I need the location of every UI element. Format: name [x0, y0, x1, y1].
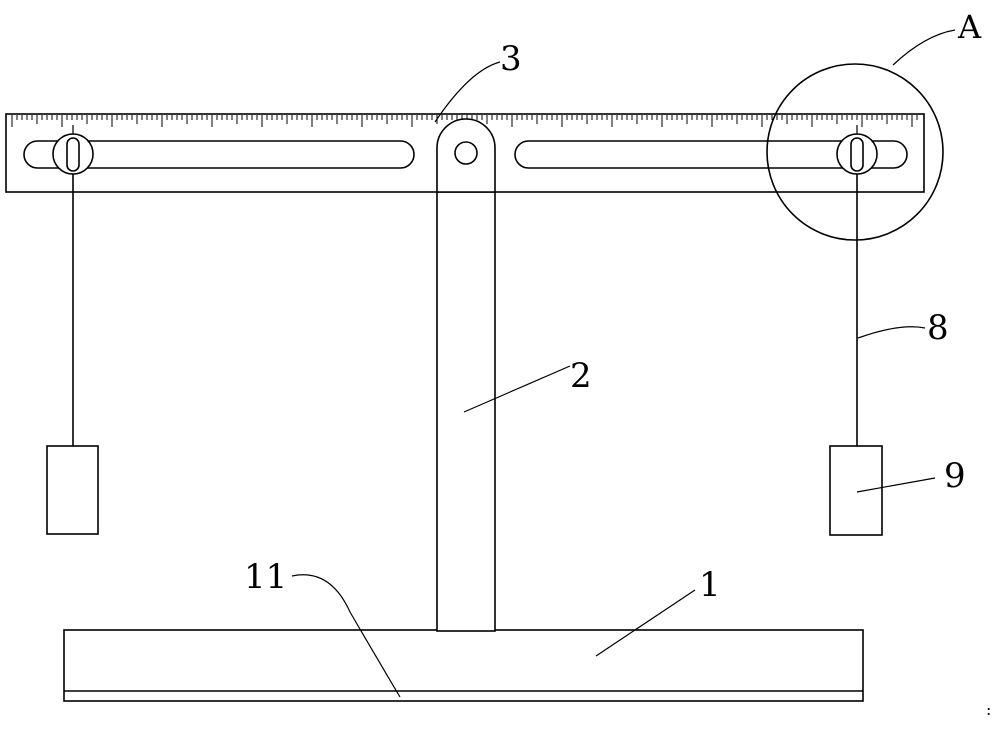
left-slot: [23, 140, 415, 169]
leader-string: [857, 326, 926, 339]
footer-mark: :: [986, 700, 991, 719]
vertical-post: [436, 122, 496, 632]
leader-weight: [856, 477, 936, 493]
leader-base-strip: [291, 574, 401, 698]
leader-ruler: [434, 61, 501, 123]
label-ruler: 3: [500, 39, 522, 79]
leader-base: [595, 589, 696, 657]
pivot-joint: [436, 118, 496, 193]
label-base: 1: [699, 565, 721, 605]
label-string: 8: [927, 308, 949, 348]
right-weight: [829, 445, 883, 536]
label-base-strip: 11: [244, 557, 287, 597]
label-post: 2: [570, 356, 592, 396]
left-weight: [46, 445, 99, 535]
detail-circle: [766, 63, 944, 241]
leader-post: [463, 365, 571, 413]
ruler-ticks: [11, 115, 918, 127]
left-slider: [52, 125, 94, 175]
label-weight: 9: [944, 456, 966, 496]
base-plate: [63, 629, 864, 702]
leader-detail: [892, 29, 956, 66]
right-slider: [836, 125, 878, 175]
right-slot: [514, 140, 908, 169]
label-detail: A: [957, 8, 982, 46]
